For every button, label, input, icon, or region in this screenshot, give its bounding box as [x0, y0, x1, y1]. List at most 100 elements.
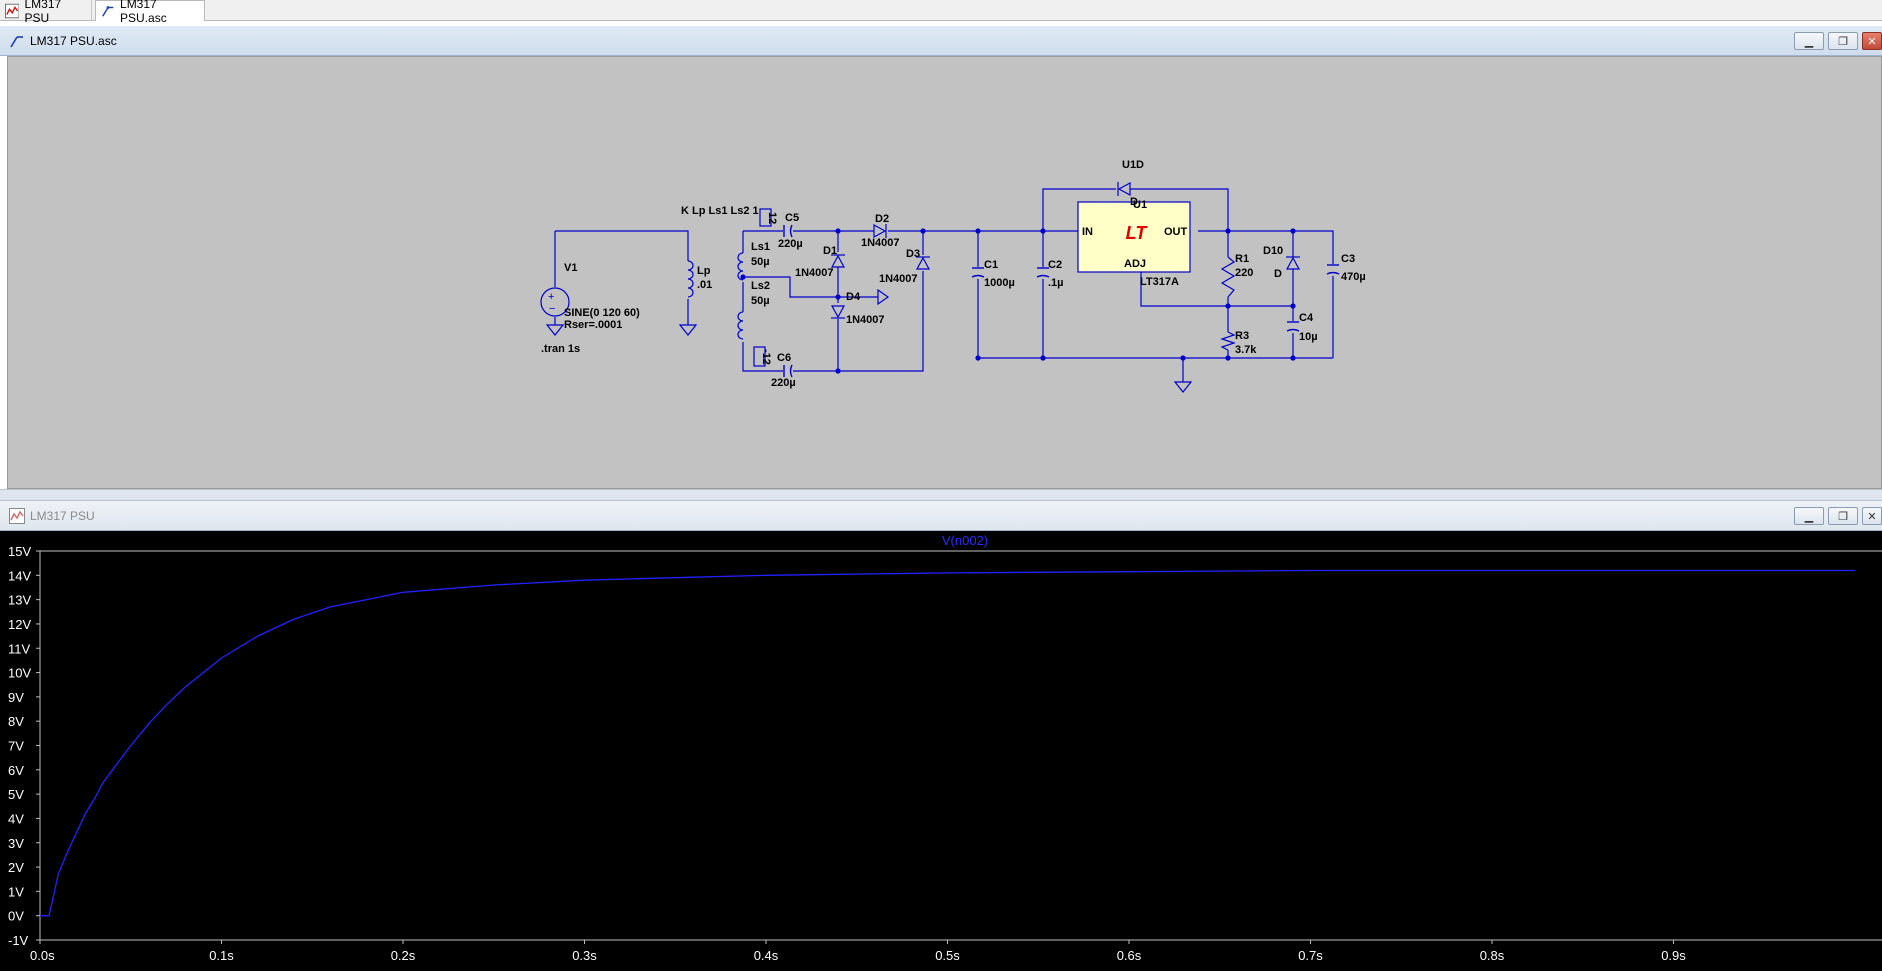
- y-tick-label: 14V: [8, 568, 31, 583]
- d1-value: 1N4007: [795, 267, 834, 279]
- junction-dot: [835, 294, 841, 300]
- net-flag-minus12-label: -12: [760, 349, 772, 365]
- c1-name: C1: [984, 259, 998, 271]
- waveform-icon: [5, 3, 20, 18]
- x-tick-label: 0.3s: [572, 948, 597, 963]
- minimize-button[interactable]: ▁: [1794, 32, 1824, 50]
- c5-value: 220µ: [778, 238, 803, 250]
- lt-logo-icon: LT: [1126, 223, 1149, 243]
- y-axis: 15V14V13V12V11V10V9V8V7V6V5V4V3V2V1V0V-1…: [8, 544, 40, 948]
- y-tick-label: 15V: [8, 544, 31, 559]
- d10-diode-symbol[interactable]: [1285, 256, 1301, 270]
- net-flag-minus12[interactable]: [753, 346, 766, 367]
- d4-diode-symbol[interactable]: [830, 305, 846, 319]
- restore-button[interactable]: ❐: [1828, 507, 1858, 525]
- d3-diode-symbol[interactable]: [915, 256, 931, 270]
- flag-icon: [877, 288, 890, 306]
- lp-value: .01: [697, 279, 712, 291]
- c3-name: C3: [1341, 253, 1355, 265]
- x-tick-label: 0.1s: [209, 948, 234, 963]
- junction-dot: [740, 274, 746, 280]
- c4-capacitor-symbol[interactable]: [1286, 321, 1300, 332]
- d1-diode-symbol[interactable]: [830, 254, 846, 268]
- wire: [1140, 267, 1293, 307]
- x-tick-label: 0.2s: [391, 948, 416, 963]
- u1d-value: D: [1130, 196, 1138, 208]
- schematic-window-titlebar[interactable]: LM317 PSU.asc ▁ ❐ ✕: [0, 26, 1882, 56]
- y-tick-label: 0V: [8, 909, 24, 924]
- plot-area-frame: [39, 550, 1882, 941]
- ls1-inductor-symbol[interactable]: [737, 252, 744, 281]
- net-flag-12-label: 12: [766, 212, 778, 224]
- close-icon: ✕: [1867, 35, 1877, 48]
- d10-name: D10: [1263, 245, 1283, 257]
- c1-capacitor-symbol[interactable]: [971, 267, 985, 278]
- svg-text:+: +: [548, 291, 554, 303]
- c5-capacitor-symbol[interactable]: [783, 224, 793, 238]
- ls2-inductor-symbol[interactable]: [737, 311, 744, 340]
- d2-name: D2: [875, 213, 889, 225]
- restore-icon: ❐: [1838, 35, 1848, 48]
- c3-capacitor-symbol[interactable]: [1326, 264, 1340, 275]
- tran-directive[interactable]: .tran 1s: [541, 343, 580, 355]
- v1-rser: Rser=.0001: [564, 319, 622, 331]
- coupling-directive[interactable]: K Lp Ls1 Ls2 1: [681, 205, 759, 217]
- junction-dot: [1225, 355, 1231, 361]
- restore-button[interactable]: ❐: [1828, 32, 1858, 50]
- c2-capacitor-symbol[interactable]: [1036, 267, 1050, 278]
- wire: [1042, 188, 1116, 231]
- minimize-icon: ▁: [1804, 510, 1814, 523]
- close-button[interactable]: ✕: [1862, 507, 1882, 525]
- u1-pin-out: OUT: [1164, 226, 1188, 238]
- ground-icon: [678, 324, 698, 336]
- net-flag-12[interactable]: [759, 208, 772, 227]
- document-tab-strip: LM317 PSU LM317 PSU.asc: [0, 0, 1882, 25]
- plot-window-title: LM317 PSU: [30, 508, 95, 523]
- junction-dot: [1290, 355, 1296, 361]
- lp-inductor-symbol[interactable]: [687, 260, 694, 298]
- u1-part: LT317A: [1140, 276, 1179, 288]
- tab-lm317-psu-schematic[interactable]: LM317 PSU.asc: [95, 0, 205, 25]
- y-tick-label: 11V: [8, 641, 30, 656]
- wire: [837, 271, 924, 372]
- y-tick-label: 4V: [8, 811, 24, 826]
- d3-name: D3: [906, 248, 920, 260]
- u1-regulator-symbol[interactable]: LT IN OUT ADJ: [1077, 201, 1191, 273]
- c4-value: 10µ: [1299, 331, 1318, 343]
- ls2-value: 50µ: [751, 295, 770, 307]
- c6-capacitor-symbol[interactable]: [783, 364, 793, 378]
- minimize-button[interactable]: ▁: [1794, 507, 1824, 525]
- ground-icon: [1173, 381, 1193, 393]
- trace-v-n002[interactable]: [40, 569, 1855, 917]
- r1-name: R1: [1235, 253, 1249, 265]
- r3-resistor-symbol[interactable]: [1220, 331, 1236, 351]
- plot-window-titlebar[interactable]: LM317 PSU ▁ ❐ ✕: [0, 501, 1882, 531]
- junction-dot: [920, 228, 926, 234]
- v1-source-symbol[interactable]: + −: [540, 287, 570, 317]
- x-tick-label: 0.5s: [935, 948, 960, 963]
- plot-window-buttons: ▁ ❐ ✕: [1794, 507, 1882, 525]
- waveform-chart[interactable]: 15V14V13V12V11V10V9V8V7V6V5V4V3V2V1V0V-1…: [0, 531, 1882, 971]
- d2-diode-symbol[interactable]: [873, 223, 887, 239]
- y-tick-label: 1V: [8, 884, 24, 899]
- junction-dot: [975, 228, 981, 234]
- pane-splitter[interactable]: [0, 489, 1882, 501]
- r1-resistor-symbol[interactable]: [1220, 256, 1236, 298]
- u1d-diode-symbol[interactable]: [1117, 181, 1131, 197]
- schematic-canvas[interactable]: + −: [7, 56, 1882, 489]
- junction-dot: [1290, 303, 1296, 309]
- tab-label: LM317 PSU.asc: [120, 0, 167, 25]
- x-tick-label: 0.7s: [1298, 948, 1323, 963]
- x-tick-label: 0.0s: [30, 948, 55, 963]
- c3-value: 470µ: [1341, 271, 1366, 283]
- y-tick-label: 5V: [8, 787, 24, 802]
- junction-dot: [1040, 355, 1046, 361]
- close-button[interactable]: ✕: [1862, 32, 1882, 50]
- c6-value: 220µ: [771, 377, 796, 389]
- x-tick-label: 0.6s: [1117, 948, 1142, 963]
- trace-title[interactable]: V(n002): [942, 533, 988, 548]
- y-tick-label: 2V: [8, 860, 24, 875]
- tab-lm317-psu-plot[interactable]: LM317 PSU: [0, 0, 92, 25]
- u1-label: U1: [1133, 199, 1147, 211]
